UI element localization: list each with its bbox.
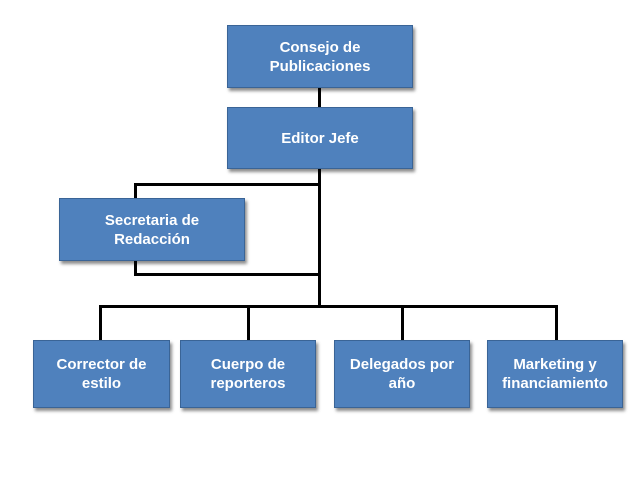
node-label-line1: Delegados por bbox=[349, 356, 455, 373]
connector-horizontal-bus bbox=[99, 305, 558, 308]
node-label-line2: Redacción bbox=[114, 230, 190, 248]
node-label-line2: Publicaciones bbox=[269, 57, 371, 75]
node-consejo-de-publicaciones: Consejo de Publicaciones bbox=[227, 25, 413, 88]
connector-main-trunk bbox=[318, 168, 321, 308]
node-label-line2: reporteros bbox=[210, 375, 286, 392]
node-secretaria-de-redaccion: Secretaria de Redacción bbox=[59, 198, 245, 261]
connector-drop-cuerpo bbox=[247, 305, 250, 341]
node-cuerpo-de-reporteros: Cuerpo de reporteros bbox=[180, 340, 316, 408]
node-label-line1: Marketing y bbox=[513, 356, 597, 373]
node-corrector-de-estilo: Corrector de estilo bbox=[33, 340, 170, 408]
node-label-line2: financiamiento bbox=[502, 375, 608, 392]
node-delegados-por-ano: Delegados por año bbox=[334, 340, 470, 408]
connector-drop-marketing bbox=[555, 305, 558, 341]
node-label-line1: Secretaria de bbox=[104, 211, 200, 229]
node-marketing-y-financiamiento: Marketing y financiamiento bbox=[487, 340, 623, 408]
connector-drop-delegados bbox=[401, 305, 404, 341]
connector-secretaria-bottom bbox=[134, 273, 321, 276]
connector-secretaria-top bbox=[134, 183, 321, 186]
node-label-line2: estilo bbox=[81, 375, 122, 392]
node-label-line1: Corrector de bbox=[56, 356, 147, 373]
node-editor-jefe: Editor Jefe bbox=[227, 107, 413, 169]
connector-drop-corrector bbox=[99, 305, 102, 341]
connector-secretaria-left-bottom bbox=[134, 260, 137, 276]
node-label-line1: Consejo de bbox=[279, 38, 361, 56]
connector-consejo-editor bbox=[318, 88, 321, 108]
connector-secretaria-left-top bbox=[134, 183, 137, 199]
node-label-line1: Editor Jefe bbox=[281, 129, 359, 147]
node-label-line1: Cuerpo de bbox=[210, 356, 286, 373]
node-label-line2: año bbox=[388, 375, 416, 392]
